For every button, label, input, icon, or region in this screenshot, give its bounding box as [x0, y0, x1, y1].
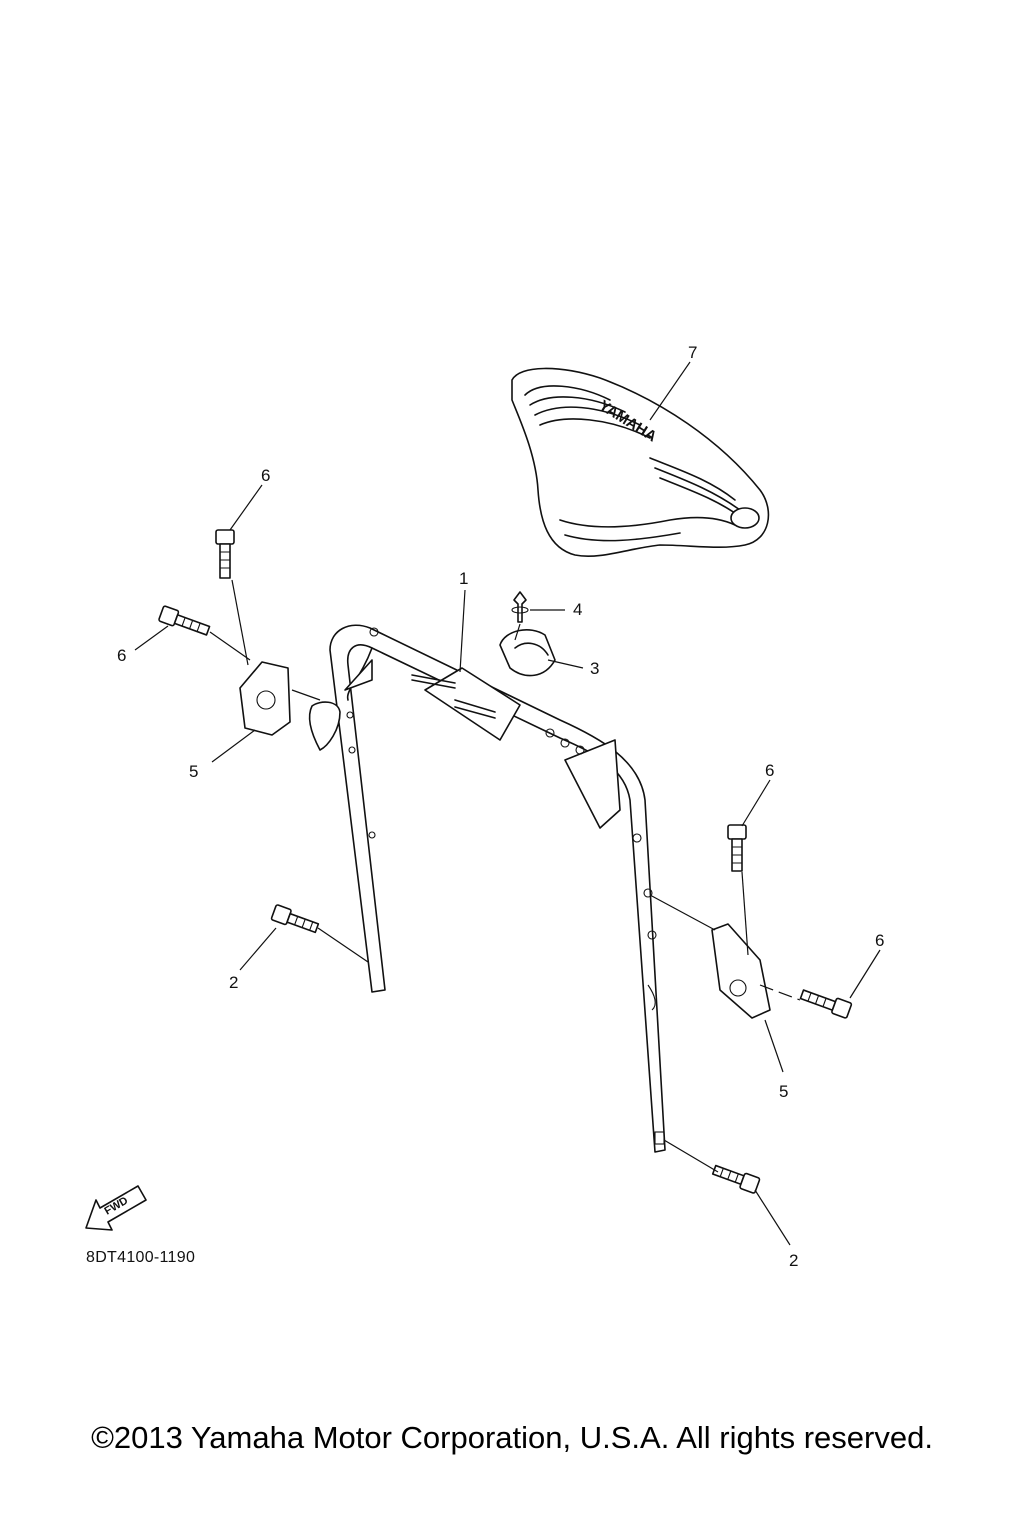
bolt-6-top-left [215, 529, 235, 579]
assembly-lines [209, 579, 801, 1173]
callout-6-top-left: 6 [261, 466, 271, 485]
callout-5-left: 5 [189, 762, 199, 781]
seat: YAMAHA [511, 367, 770, 557]
callout-7: 7 [688, 343, 698, 362]
left-bracket [239, 661, 341, 751]
bolt-2-right [711, 1164, 761, 1194]
callout-4: 4 [573, 600, 583, 619]
part-code: 8DT4100-1190 [86, 1249, 196, 1266]
bolt-6-right [799, 989, 853, 1019]
handle-frame [329, 624, 666, 1153]
clip [499, 629, 556, 677]
callout-2-left: 2 [229, 973, 239, 992]
rivet [511, 591, 529, 623]
copyright-notice: ©2013 Yamaha Motor Corporation, U.S.A. A… [91, 1420, 933, 1455]
bolt-6-left [158, 605, 211, 636]
leader-lines [134, 361, 881, 1246]
bolt-2-left [270, 904, 320, 934]
callout-1: 1 [459, 569, 469, 588]
callout-5-right: 5 [779, 1082, 789, 1101]
callout-3: 3 [590, 659, 600, 678]
right-bracket [711, 923, 771, 1019]
callout-6-right-top: 6 [765, 761, 775, 780]
callout-2-right: 2 [789, 1251, 799, 1270]
fwd-arrow-icon: FWD [85, 1185, 147, 1231]
callout-6-right: 6 [875, 931, 885, 950]
callout-6-left: 6 [117, 646, 127, 665]
bolt-6-right-top [727, 824, 747, 872]
